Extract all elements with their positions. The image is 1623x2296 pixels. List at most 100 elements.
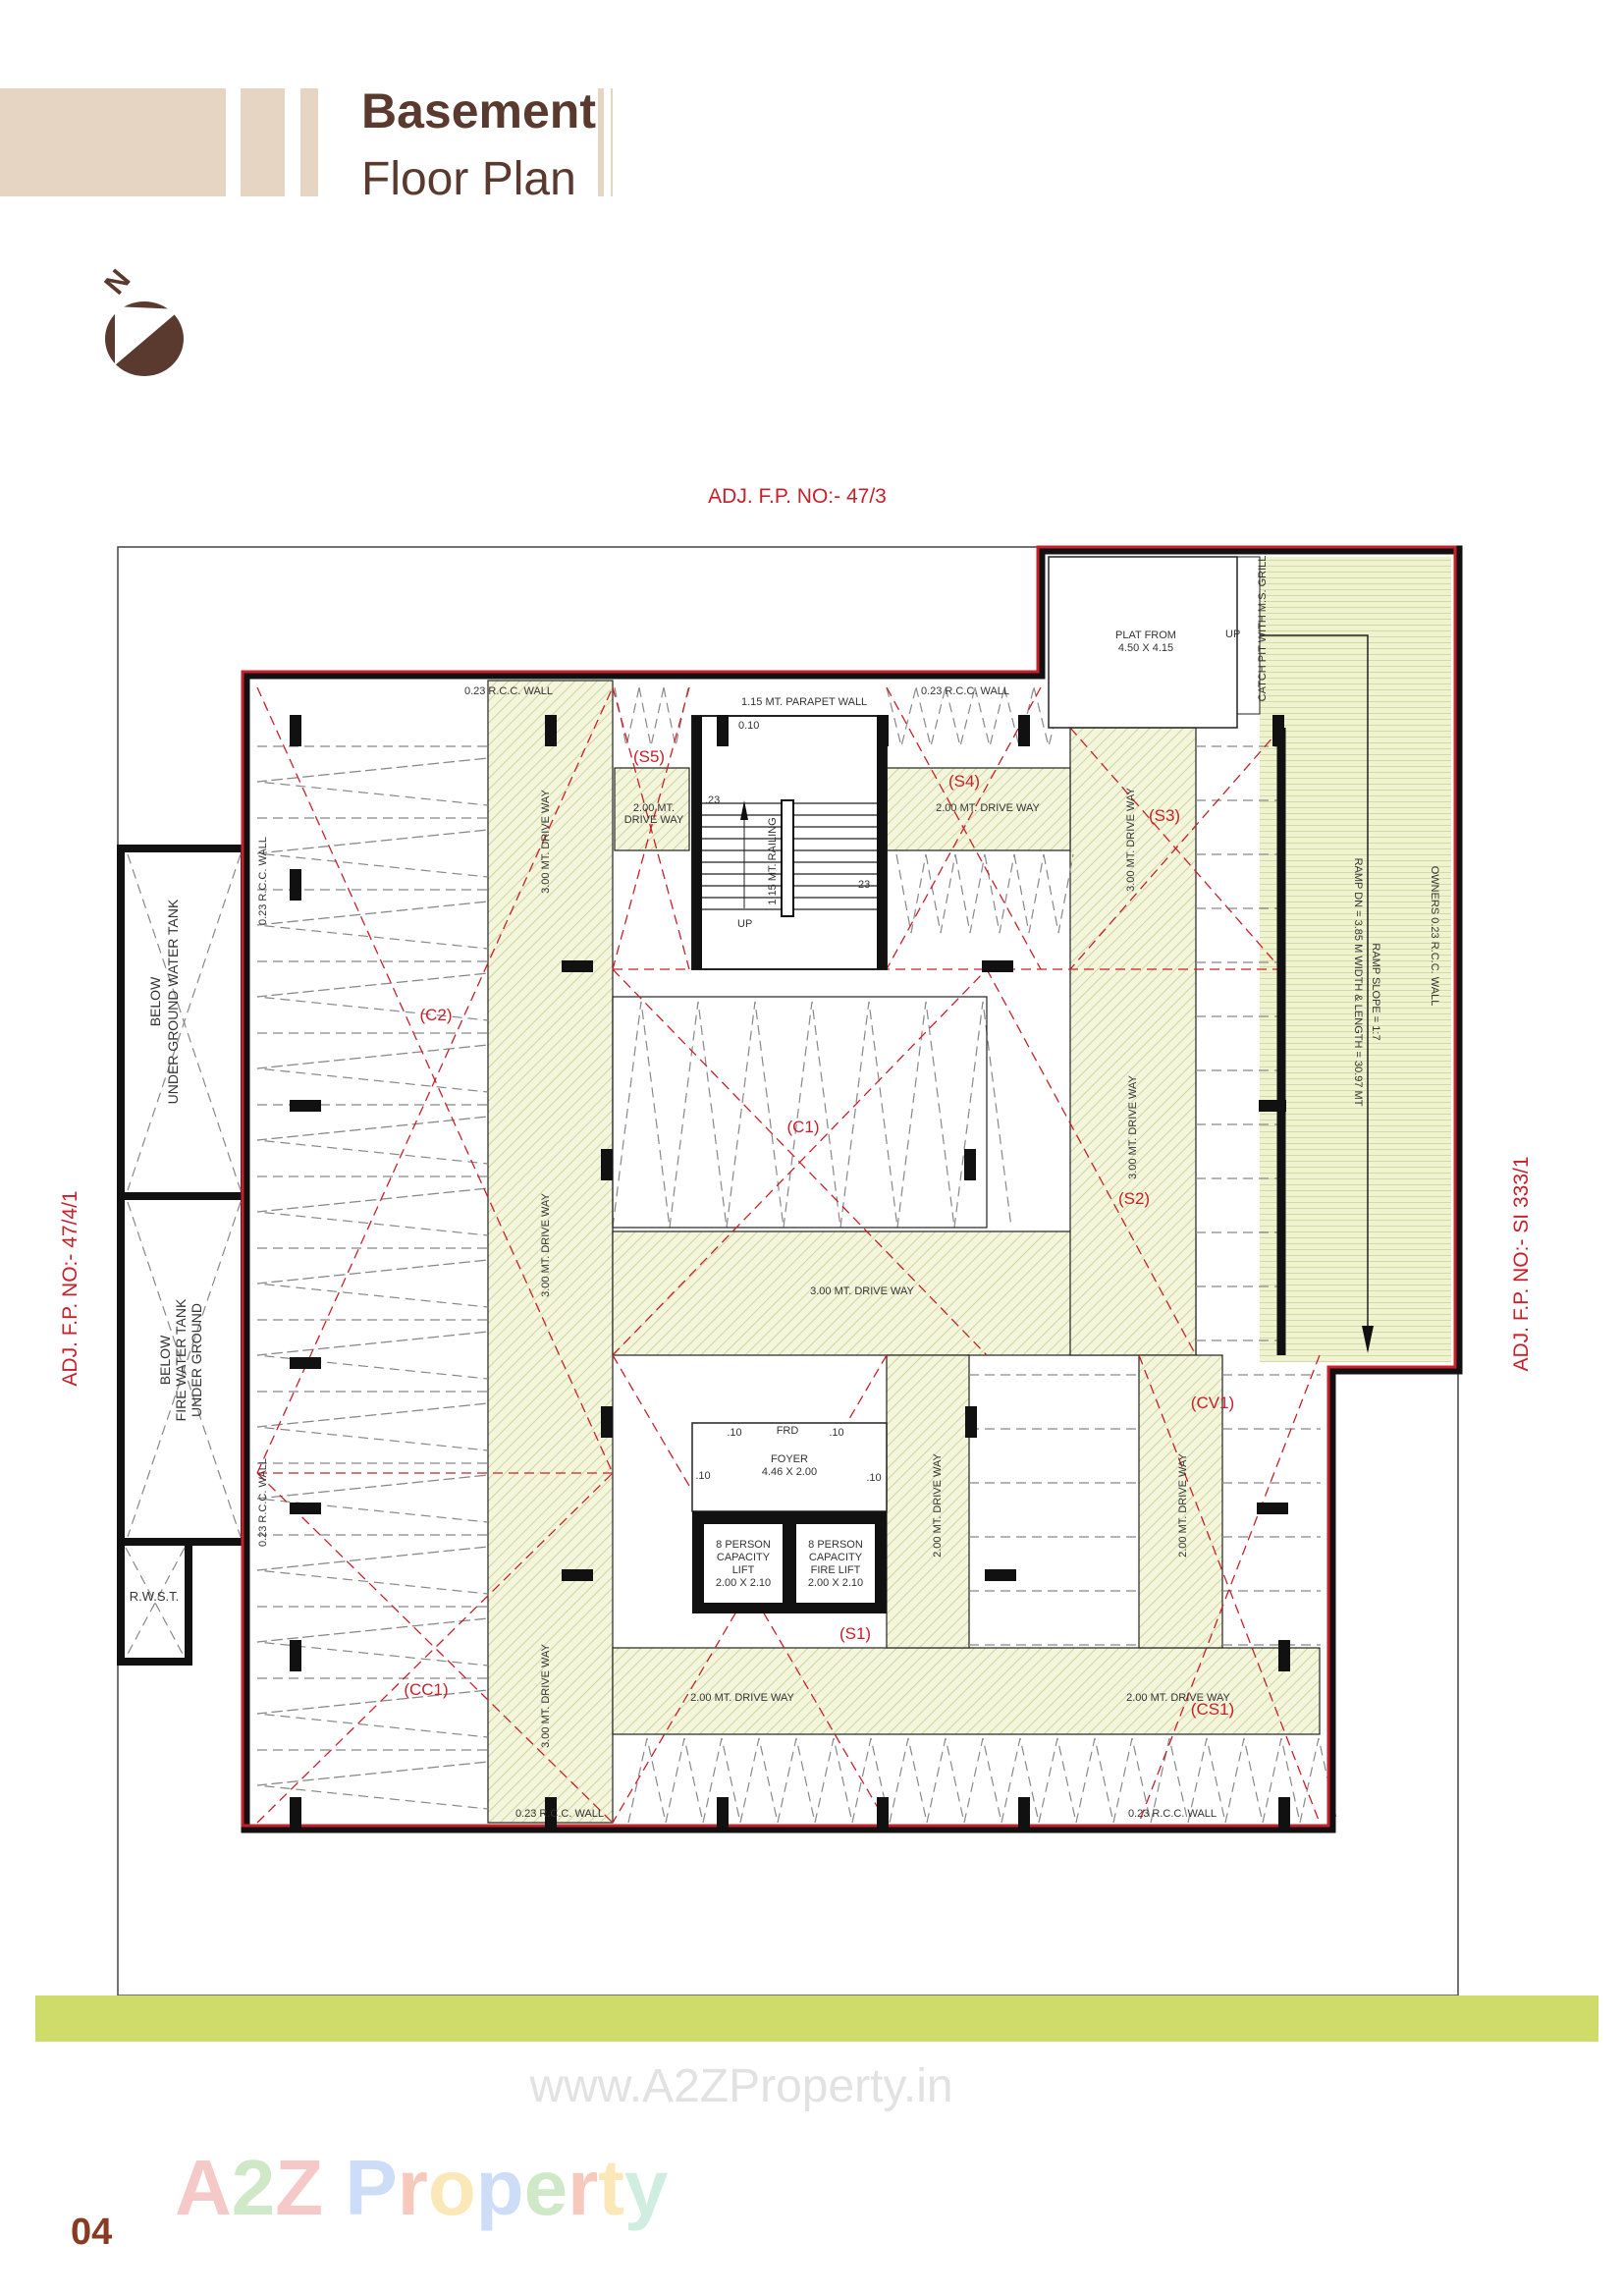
drive-label: 2.00 MT. DRIVE WAY — [1126, 1692, 1230, 1704]
header-bars — [0, 88, 613, 196]
parking-bay-line — [627, 1737, 667, 1824]
platform-box — [1048, 556, 1238, 729]
catch-pit-label: CATCH PIT WITH M.S. GRILL — [1257, 556, 1269, 702]
parking-bay-line — [945, 686, 976, 747]
ramp-arrow — [1252, 634, 1369, 1350]
parking-bay-line — [256, 1402, 489, 1451]
parking-bay-line — [777, 1737, 816, 1824]
rcc-wall-label: 0.23 R.C.C. WALL — [464, 685, 553, 697]
drive-label: DRIVE WAY — [624, 814, 684, 826]
parking-bay-line — [256, 1689, 489, 1738]
column — [290, 1640, 301, 1671]
a2z-logo: A2Z Property — [175, 2144, 669, 2231]
zone-cc1: (CC1) — [404, 1680, 448, 1699]
underground-tanks — [117, 845, 248, 1666]
column — [985, 1569, 1016, 1581]
rcc-wall-label: 0.23 R.C.C. WALL — [921, 685, 1009, 697]
adjacent-plot-top: ADJ. F.P. NO:- 47/3 — [708, 485, 887, 508]
column — [1257, 1503, 1288, 1514]
dim-label: .10 — [727, 1427, 741, 1439]
dim-label: .10 — [695, 1470, 710, 1482]
drive-label: 2.00 MT. DRIVE WAY — [690, 1692, 794, 1704]
platform-label: PLAT FROM — [1115, 629, 1176, 641]
page-number: 04 — [71, 2212, 112, 2253]
foyer-label: FOYER — [771, 1453, 808, 1465]
column — [717, 715, 729, 746]
drive-label: 3.00 MT. DRIVE WAY — [810, 1285, 914, 1297]
ramp-slope-label: RAMP SLOPE = 1:7 — [1370, 943, 1381, 1040]
column — [964, 1149, 976, 1180]
parking-bay-line — [739, 1737, 779, 1824]
column — [877, 715, 889, 746]
drive-label: 3.00 MT. DRIVE WAY — [540, 1643, 552, 1747]
parking-bay-line — [1001, 1737, 1040, 1824]
page-title: Basement — [361, 83, 596, 138]
frd-label: FRD — [777, 1425, 799, 1437]
railing-label: 1.15 MT. RAILING — [767, 817, 779, 904]
drive-label: 3.00 MT. DRIVE WAY — [540, 789, 552, 893]
lift-core — [691, 1422, 888, 1613]
parking-bay-line — [851, 1737, 891, 1824]
parking-bay-line — [953, 1001, 1012, 1229]
frd-label: FRD — [732, 1501, 755, 1512]
parking-bay-line — [256, 1546, 489, 1595]
column — [1259, 1100, 1286, 1112]
parking-bay-line — [915, 686, 947, 747]
lift-size: 2.00 X 2.10 — [716, 1577, 771, 1589]
zone-c1: (C1) — [786, 1118, 819, 1136]
parking-bay-line — [974, 686, 1005, 747]
green-band — [35, 1995, 1598, 2042]
parking-bay-line — [612, 1001, 671, 1229]
rcc-wall-label: 0.23 R.C.C. WALL — [257, 1458, 269, 1547]
dim-label: 23 — [858, 879, 870, 891]
drive-label: 2.00 MT. DRIVE WAY — [932, 1452, 944, 1557]
rcc-wall-label: 0.23 R.C.C. WALL — [1128, 1808, 1217, 1820]
ramp-up-label: UP — [1225, 629, 1240, 640]
dim-label: .10 — [866, 1472, 881, 1484]
zone-diagonals — [256, 686, 1321, 1824]
parking-bay-line — [256, 1474, 489, 1523]
parking-bay-line — [896, 1001, 955, 1229]
zone-cv1: (CV1) — [1191, 1394, 1234, 1412]
column — [1278, 1797, 1290, 1829]
fire-lift-label: 8 PERSON — [808, 1539, 863, 1551]
column — [1272, 715, 1284, 746]
parking-bay-line — [1003, 686, 1035, 747]
fire-tank-label: BELOW — [157, 1335, 173, 1385]
fire-tank-label: UNDER GROUND — [189, 1303, 204, 1417]
parking-bay-line — [963, 1737, 1002, 1824]
fire-lift-label: CAPACITY — [809, 1552, 863, 1563]
svg-text:A2Z Property: A2Z Property — [175, 2144, 669, 2231]
ramp — [1260, 557, 1451, 1362]
fire-tank-label: FIRE WATER TANK — [173, 1298, 189, 1421]
parking-bay-line — [1075, 1737, 1114, 1824]
rwst-label: R.W.S.T. — [130, 1589, 180, 1604]
parking-bay-line — [984, 853, 1015, 934]
tank-label: UNDER GROUND WATER TANK — [165, 899, 181, 1104]
column — [562, 1569, 593, 1581]
parking-bay-line — [1262, 1737, 1301, 1824]
parking-bay-line — [256, 1116, 489, 1165]
parking-bay-line — [256, 972, 489, 1021]
parking-bay-line — [814, 1737, 853, 1824]
column — [601, 1406, 613, 1438]
dim-label: 0.10 — [738, 720, 759, 732]
column — [290, 1503, 321, 1514]
column — [290, 1797, 301, 1829]
page-subtitle: Floor Plan — [361, 153, 576, 205]
parking-bay-line — [925, 853, 956, 934]
column — [290, 715, 301, 746]
column — [965, 1406, 977, 1438]
zone-s3: (S3) — [1149, 806, 1180, 825]
ramp-arrow-head-icon — [1362, 1326, 1374, 1353]
stair-core — [691, 715, 888, 970]
dim-label: .10 — [829, 1427, 843, 1439]
parking-bay-line — [1013, 853, 1045, 934]
zone-s2: (S2) — [1118, 1189, 1150, 1208]
drive-label: 3.00 MT. DRIVE WAY — [540, 1192, 552, 1296]
column — [290, 869, 301, 901]
rcc-wall-label: 0.23 R.C.C. WALL — [257, 837, 269, 925]
column — [545, 1797, 557, 1829]
fire-lift-label: FIRE LIFT — [811, 1564, 861, 1576]
tank-label: BELOW — [147, 976, 163, 1026]
